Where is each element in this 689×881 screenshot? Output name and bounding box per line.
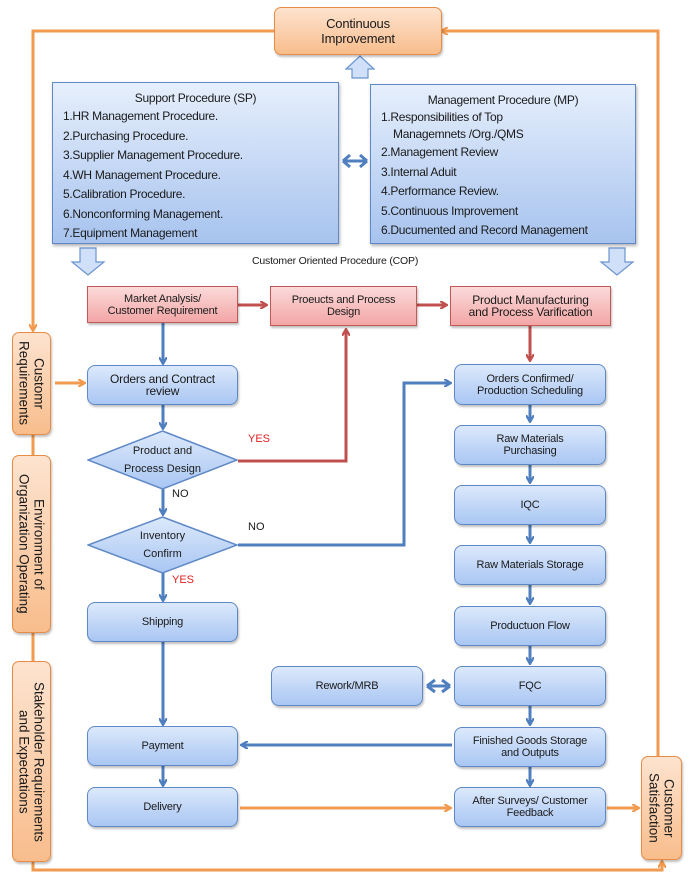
- after-surveys-line1: After Surveys/ Customer: [472, 795, 588, 807]
- management-item: 3.Internal Aduit: [381, 164, 457, 179]
- satisfaction-line1: Customer: [661, 778, 677, 838]
- decision-design-line1: Product and: [132, 445, 193, 457]
- management-item: 6.Ducumented and Record Management: [381, 223, 588, 237]
- support-item: 1.HR Management Procedure.: [63, 109, 218, 123]
- support-item: 3.Supplier Management Procedure.: [63, 148, 243, 162]
- rework-fqc-double-arrow: [426, 678, 451, 694]
- fqc-label: FQC: [518, 680, 542, 692]
- environment-box[interactable]: Environment of Organization Operating: [12, 455, 51, 633]
- customer-req-line1: Customr: [31, 357, 47, 409]
- up-block-arrow: [344, 55, 376, 79]
- design-line2: Design: [326, 306, 361, 318]
- panels-double-arrow: [342, 153, 368, 169]
- stakeholder-line1: Stakeholder Requirements: [31, 681, 47, 842]
- raw-materials-storage-box[interactable]: Raw Materials Storage: [454, 545, 606, 585]
- management-item: 2.Management Review: [381, 145, 499, 159]
- support-item: 4.WH Management Procedure.: [63, 167, 221, 182]
- fqc-box[interactable]: FQC: [454, 666, 606, 706]
- delivery-label: Delivery: [143, 801, 182, 813]
- market-line2: Customer Requirement: [107, 304, 218, 317]
- decision-design-line2: Process Design: [123, 463, 202, 475]
- product-design-decision[interactable]: Product and Process Design: [85, 430, 240, 490]
- customer-satisfaction-box[interactable]: Customer Satisfaction: [641, 756, 682, 860]
- loop-line-top-left: [33, 29, 274, 330]
- after-surveys-line2: Feedback: [506, 807, 554, 819]
- orders-confirmed-box[interactable]: Orders Confirmed/ Production Scheduling: [454, 364, 606, 405]
- manufacturing-box[interactable]: Product Manufacturing and Process Varifi…: [450, 286, 611, 326]
- finished-goods-box[interactable]: Finished Goods Storage and Outputs: [454, 727, 606, 767]
- iqc-box[interactable]: IQC: [454, 485, 606, 525]
- market-line1: Market Analysis/: [124, 292, 201, 305]
- decision-shape: [85, 516, 240, 574]
- payment-label: Payment: [141, 740, 184, 752]
- decision-inventory-line2: Confirm: [143, 548, 182, 560]
- orders-confirmed-line1: Orders Confirmed/: [486, 372, 574, 385]
- continuous-improvement-line1: Continuous: [326, 16, 390, 31]
- raw-storage-label: Raw Materials Storage: [476, 559, 584, 571]
- stakeholder-line2: and Expectations: [16, 709, 32, 814]
- environment-line1: Environment of: [31, 498, 47, 590]
- rework-mrb-box[interactable]: Rework/MRB: [271, 666, 423, 706]
- orders-review-line1: Orders and Contract: [110, 372, 215, 386]
- continuous-improvement-box[interactable]: Continuous Improvement: [274, 7, 442, 55]
- delivery-box[interactable]: Delivery: [87, 787, 238, 827]
- decision-inventory-line1: Inventory: [139, 530, 186, 542]
- management-item: 5.Continuous Improvement: [381, 203, 518, 218]
- support-item: 5.Calibration Procedure.: [63, 187, 186, 201]
- finished-goods-line1: Finished Goods Storage: [472, 735, 588, 747]
- support-procedure-panel[interactable]: Support Procedure (SP) 1.HR Management P…: [52, 82, 339, 244]
- management-item: 1.Responsibilities of Top: [381, 110, 503, 124]
- market-analysis-box[interactable]: Market Analysis/ Customer Requirement: [87, 286, 238, 323]
- management-item: 4.Performance Review.: [381, 184, 499, 198]
- raw-purchasing-line2: Purchasing: [503, 445, 557, 457]
- down-block-arrow-left: [70, 247, 106, 276]
- customer-req-line2: Requirements: [16, 341, 32, 426]
- design-yes-line: [238, 330, 346, 463]
- customer-requirements-box[interactable]: Customr Requirements: [12, 332, 51, 435]
- payment-box[interactable]: Payment: [87, 726, 238, 766]
- orders-contract-review-box[interactable]: Orders and Contract review: [87, 365, 238, 405]
- design-yes-label: YES: [248, 433, 271, 445]
- management-procedure-panel[interactable]: Management Procedure (MP) 1.Responsibili…: [370, 84, 636, 244]
- orders-confirmed-line2: Production Scheduling: [477, 384, 583, 397]
- support-item: 7.Equipment Management: [63, 226, 198, 240]
- management-panel-title: Management Procedure (MP): [427, 93, 579, 107]
- after-surveys-box[interactable]: After Surveys/ Customer Feedback: [454, 787, 606, 827]
- design-no-label: NO: [172, 488, 189, 500]
- shipping-box[interactable]: Shipping: [87, 602, 238, 642]
- rework-label: Rework/MRB: [315, 680, 379, 692]
- orders-review-line2: review: [145, 384, 180, 398]
- cop-label: Customer Oriented Procedure (COP): [252, 255, 419, 267]
- products-design-box[interactable]: Proeucts and Process Design: [270, 286, 417, 326]
- manufacturing-line1: Product Manufacturing: [472, 293, 589, 307]
- inventory-yes-label: YES: [172, 574, 195, 586]
- support-item: 6.Nonconforming Management.: [63, 206, 223, 221]
- environment-line2: Organization Operating: [16, 474, 32, 614]
- raw-materials-purchasing-box[interactable]: Raw Materials Purchasing: [454, 425, 606, 465]
- raw-purchasing-line1: Raw Materials: [496, 433, 564, 445]
- management-item: Managemnets /Org./QMS: [393, 127, 524, 141]
- loop-line-top-right: [442, 31, 660, 760]
- continuous-improvement-line2: Improvement: [321, 31, 395, 46]
- decision-shape: [85, 430, 240, 490]
- inventory-confirm-decision[interactable]: Inventory Confirm: [85, 516, 240, 574]
- inventory-no-label: NO: [248, 521, 265, 533]
- finished-goods-line2: and Outputs: [501, 747, 559, 759]
- iqc-label: IQC: [520, 499, 540, 511]
- inventory-no-line: [238, 383, 450, 547]
- production-flow-label: Productuon Flow: [490, 620, 570, 632]
- stakeholder-box[interactable]: Stakeholder Requirements and Expectation…: [12, 661, 51, 862]
- support-panel-title: Support Procedure (SP): [134, 91, 257, 105]
- down-block-arrow-right: [599, 247, 635, 276]
- support-item: 2.Purchasing Procedure.: [63, 128, 189, 143]
- satisfaction-line2: Satisfaction: [646, 773, 662, 843]
- loop-line-bottom: [31, 862, 662, 872]
- shipping-label: Shipping: [141, 616, 184, 628]
- design-line1: Proeucts and Process: [291, 294, 396, 306]
- manufacturing-line2: and Process Varification: [468, 305, 593, 319]
- production-flow-box[interactable]: Productuon Flow: [454, 606, 606, 646]
